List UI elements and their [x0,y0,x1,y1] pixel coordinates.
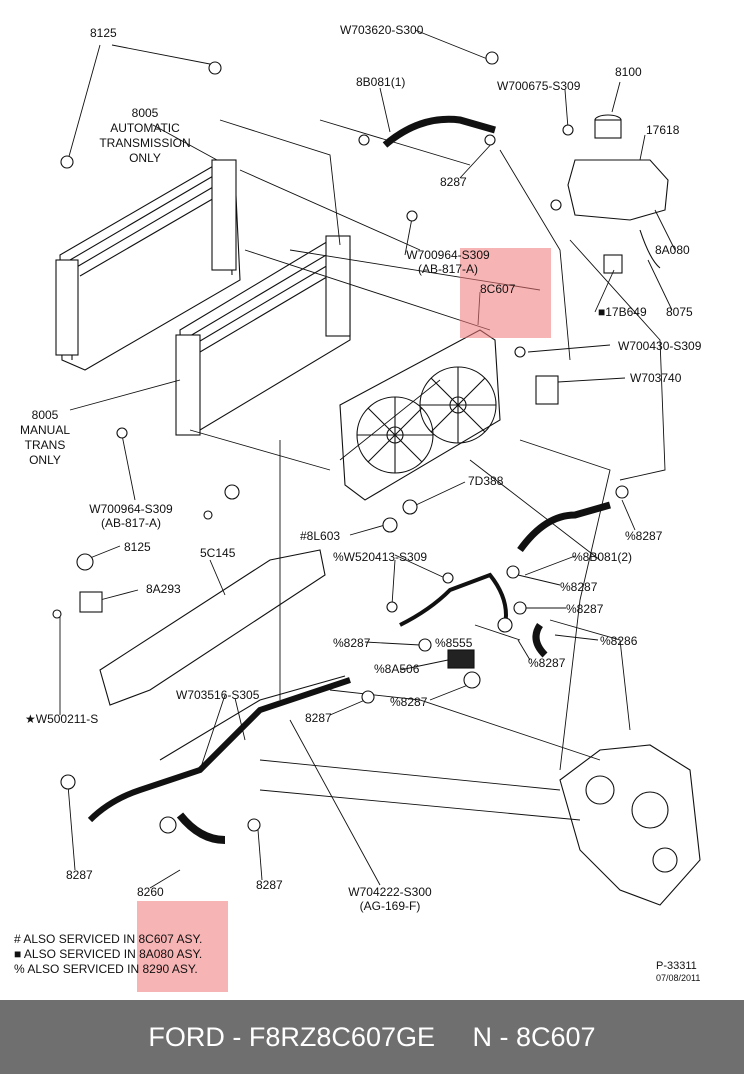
hose-8286 [532,623,548,658]
label-p8287-e: %8287 [390,695,428,709]
label-p8b081-2: %8B081(2) [572,550,633,564]
label-w700964-top-line-2: (AB-817-A) [417,262,479,276]
lower-hose-8260 [87,677,351,823]
label-w704222-line-1: W704222-S300 [348,885,432,899]
label-8125-mid: 8125 [124,540,151,554]
label-8b081-1: 8B081(1) [356,75,406,89]
label-w520413: %W520413-S309 [333,550,428,564]
label-8l603: #8L603 [300,529,341,543]
engine-block [559,744,701,906]
fasteners [52,51,629,834]
label-8260: 8260 [137,885,164,899]
coolant-reservoir [567,114,669,274]
part-footer: FORD - F8RZ8C607GE N - 8C607 [0,1000,744,1074]
footer-spacer [435,1022,473,1053]
label-7d388: 7D388 [468,474,504,488]
footer-number: N - 8C607 [472,1021,596,1052]
label-w700430: W700430-S309 [618,339,702,353]
label-w700964-top-line-1: W700964-S309 [406,248,490,262]
highlight-8c607-part [460,248,551,338]
label-p8287-a: %8287 [560,580,598,594]
label-5c145: 5C145 [200,546,236,560]
label-p8555: %8555 [435,636,473,650]
label-p8286: %8286 [600,634,638,648]
label-w703740: W703740 [630,371,682,385]
label-8005-auto-line-2: AUTOMATIC [110,121,180,135]
reference-date: 07/08/2011 [656,973,701,983]
label-8287-bottom-left: 8287 [66,868,93,882]
label-w704222: W704222-S300 (AG-169-F) [348,885,431,913]
hose-8b081-2 [517,501,611,553]
label-8a293: 8A293 [146,582,181,596]
label-8005-auto-line-1: 8005 [131,106,159,120]
hose-8290-assembly [399,572,508,627]
footer-brand-part: FORD - F8RZ8C607GE [148,1021,435,1052]
label-8005-manual-line-1: 8005 [31,408,59,422]
label-p8287-b: %8287 [566,602,604,616]
label-w700964-top: W700964-S309 (AB-817-A) [406,248,489,276]
label-8005-auto-line-3: TRANSMISSION [99,136,191,150]
label-w704222-line-2: (AG-169-F) [359,899,421,913]
duct-5c145 [99,549,326,706]
cooling-system-diagram [52,29,701,906]
service-notes: # ALSO SERVICED IN 8C607 ASY. ■ ALSO SER… [14,932,202,977]
label-8c607: 8C607 [480,282,516,296]
label-17b649: ■17B649 [598,305,647,319]
label-8005-manual: 8005 MANUAL TRANS ONLY [20,408,70,468]
label-8287-mid: 8287 [305,711,332,725]
radiator-manual [175,235,351,436]
label-8005-auto-line-4: ONLY [129,151,161,165]
label-8005-manual-line-3: TRANS [24,438,66,452]
radiator-automatic [55,159,241,371]
note-8a080: ■ ALSO SERVICED IN 8A080 ASY. [14,947,203,961]
label-8005-manual-line-4: ONLY [29,453,61,467]
label-w700964-mid-line-2: (AB-817-A) [100,516,162,530]
label-w700964-mid: W700964-S309 (AB-817-A) [89,502,172,530]
label-w703516: W703516-S305 [176,688,260,702]
label-8287-bottom-mid: 8287 [256,878,283,892]
note-8c607: # ALSO SERVICED IN 8C607 ASY. [14,932,203,946]
label-17618: 17618 [646,123,680,137]
label-w703620: W703620-S300 [340,23,424,37]
label-w700675: W700675-S309 [497,79,581,93]
label-p8a506: %8A506 [374,662,420,676]
fan-shroud [339,329,501,501]
label-8005-automatic: 8005 AUTOMATIC TRANSMISSION ONLY [99,106,190,166]
highlight-notes [137,901,228,992]
label-w700964-mid-line-1: W700964-S309 [89,502,173,516]
upper-hose-1 [382,115,496,148]
label-8125-top: 8125 [90,26,117,40]
label-8287-top: 8287 [440,175,467,189]
label-8a080: 8A080 [655,243,690,257]
label-p8287-d: %8287 [528,656,566,670]
label-p8287-right: %8287 [625,529,663,543]
label-8100: 8100 [615,65,642,79]
label-p8287-c: %8287 [333,636,371,650]
reference-code: P-33311 [656,960,697,972]
leader-lines [59,29,676,889]
note-8290: % ALSO SERVICED IN 8290 ASY. [14,962,198,976]
label-w500211: ★W500211-S [25,712,99,726]
label-8075: 8075 [666,305,693,319]
label-8005-manual-line-2: MANUAL [19,423,71,437]
hose-8a506 [447,649,475,669]
